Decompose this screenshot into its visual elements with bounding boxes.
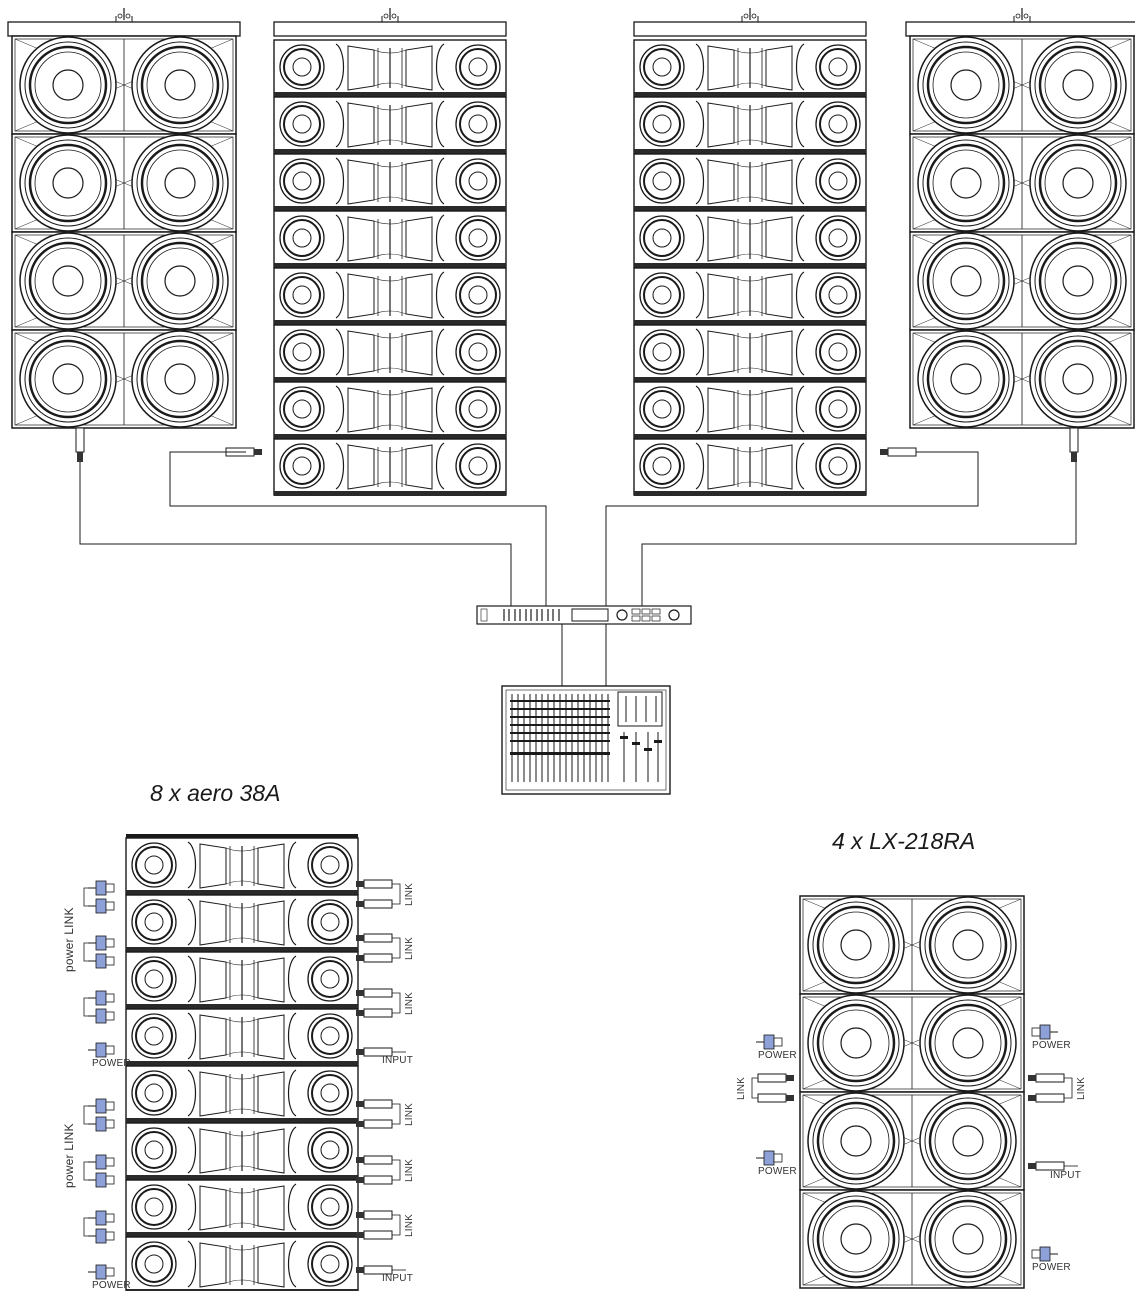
right-line-array: [634, 8, 916, 496]
aero-link-label-2: LINK: [404, 937, 415, 960]
lx-power-label-left-upper: POWER: [758, 1050, 797, 1061]
lx-power-label-left-lower: POWER: [758, 1166, 797, 1177]
power-link-label-upper: power LINK: [62, 907, 76, 972]
left-sub-stack: [8, 8, 240, 462]
power-link-label-lower: power LINK: [62, 1123, 76, 1188]
aero-xlr-connectors: [356, 880, 406, 1274]
right-sub-stack: [906, 8, 1135, 462]
aero-power-connectors: [84, 881, 114, 1279]
aero-input-label-upper: INPUT: [382, 1055, 413, 1066]
lx-stack-title: 4 x LX-218RA: [832, 828, 975, 855]
aero-power-label-upper: POWER: [92, 1058, 131, 1069]
signal-cables: [80, 452, 1076, 686]
mixing-console: [502, 686, 670, 794]
lx218ra-stack-detail: [752, 896, 1078, 1288]
speaker-processor: [477, 606, 691, 624]
aero-input-label-lower: INPUT: [382, 1273, 413, 1284]
lx-power-label-bottom-right: POWER: [1032, 1262, 1071, 1273]
lx-link-label-right: LINK: [1076, 1077, 1087, 1100]
left-line-array: [226, 8, 506, 496]
lx-power-label-top-right: POWER: [1032, 1040, 1071, 1051]
aero-link-label-4: LINK: [404, 1103, 415, 1126]
aero-link-label-3: LINK: [404, 992, 415, 1015]
aero-array-title: 8 x aero 38A: [150, 780, 280, 807]
aero38a-array-detail: [84, 834, 406, 1291]
lx-input-label: INPUT: [1050, 1170, 1081, 1181]
lx-link-label-left: LINK: [736, 1077, 747, 1100]
aero-power-label-lower: POWER: [92, 1280, 131, 1291]
aero-link-label-5: LINK: [404, 1159, 415, 1182]
aero-link-label-6: LINK: [404, 1214, 415, 1237]
aero-link-label-1: LINK: [404, 883, 415, 906]
